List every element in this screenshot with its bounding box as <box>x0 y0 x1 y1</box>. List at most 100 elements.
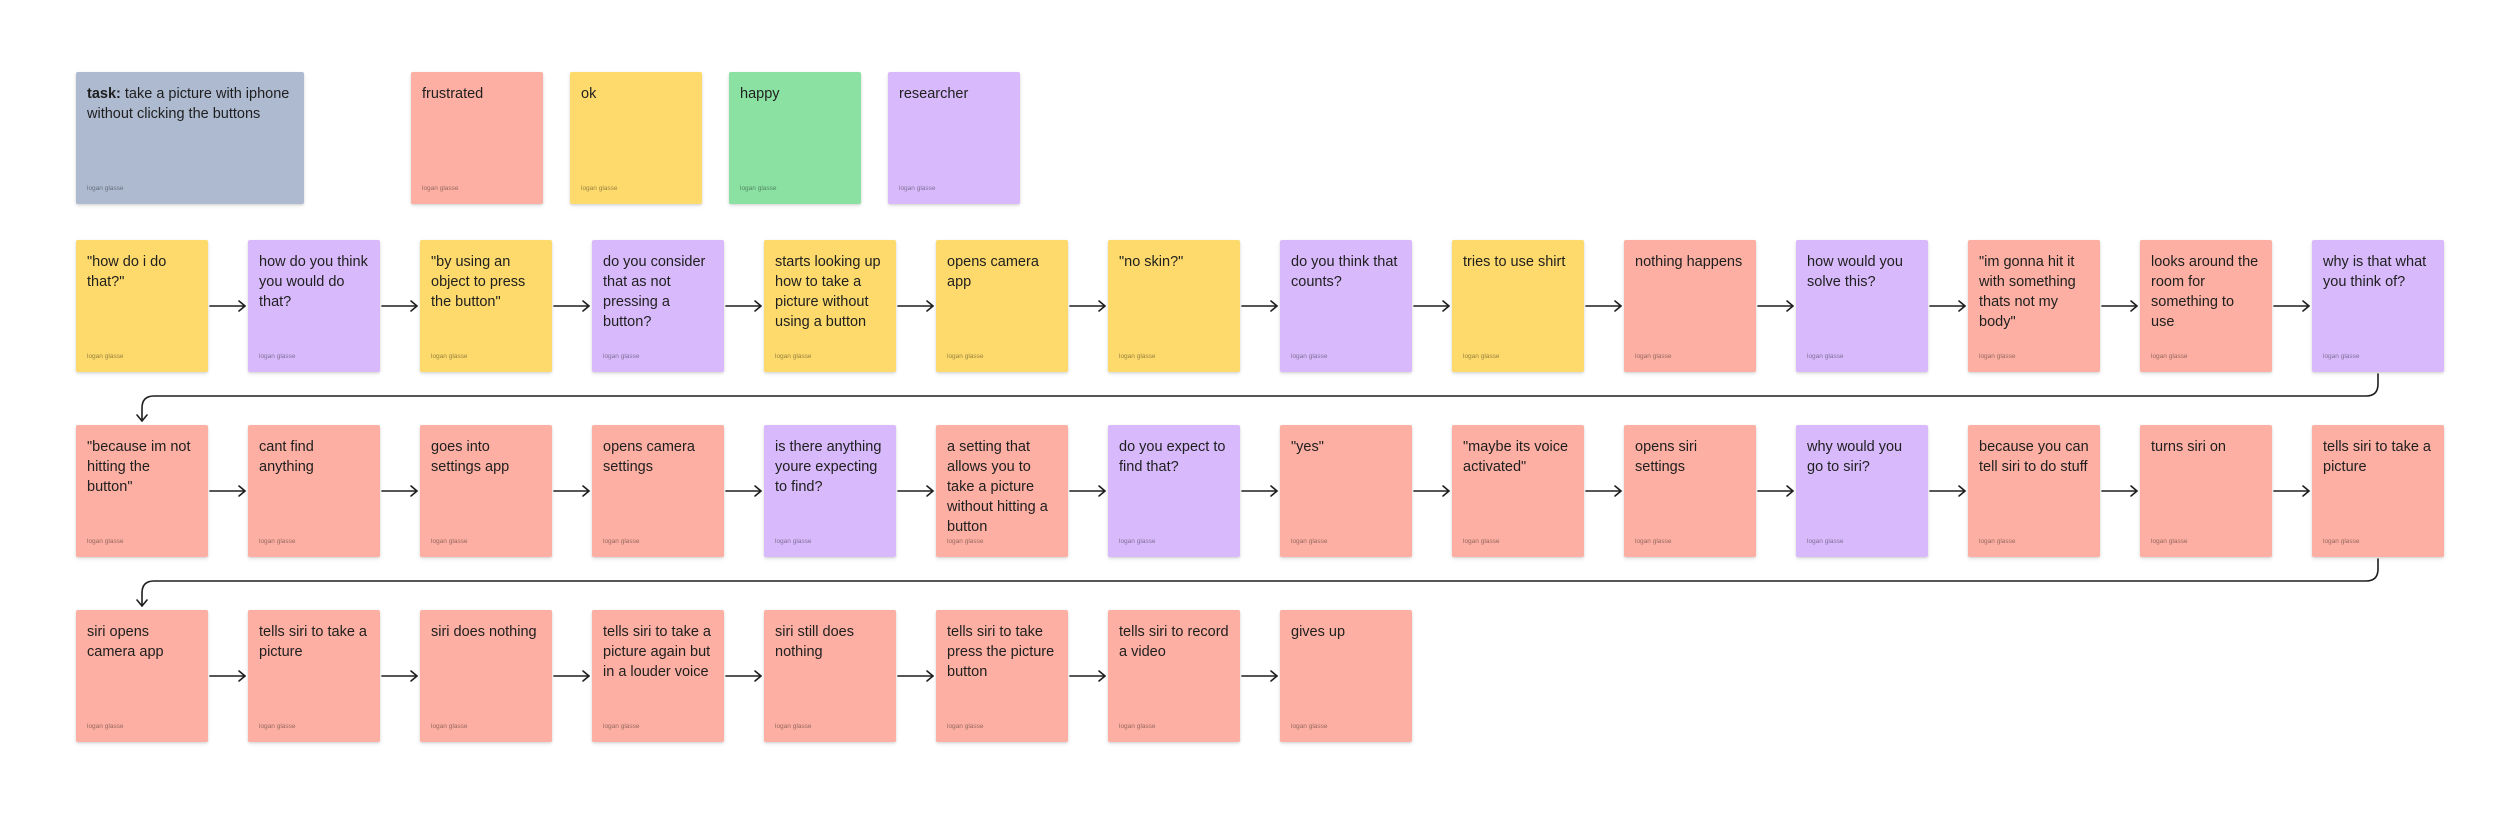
sticky-note[interactable]: opens camera app logan glasse <box>936 240 1068 372</box>
sticky-note[interactable]: is there anything youre expecting to fin… <box>764 425 896 557</box>
flow-arrow-head <box>926 670 934 682</box>
sticky-note[interactable]: "im gonna hit it with something thats no… <box>1968 240 2100 372</box>
flow-arrow-head <box>410 485 418 497</box>
sticky-note[interactable]: why is that what you think of?logan glas… <box>2312 240 2444 372</box>
note-author: logan glasse <box>740 185 777 192</box>
sticky-note[interactable]: a setting that allows you to take a pict… <box>936 425 1068 557</box>
flow-arrow-head <box>1786 485 1794 497</box>
note-text: how would you solve this? <box>1807 254 1903 290</box>
note-text: is there anything youre expecting to fin… <box>775 439 882 495</box>
legend-note-frustrated[interactable]: frustrated logan glasse <box>411 72 543 204</box>
flow-arrow-head <box>1270 670 1278 682</box>
note-author: logan glasse <box>1979 538 2016 545</box>
note-text: do you consider that as not pressing a b… <box>603 254 706 330</box>
note-author: logan glasse <box>775 538 812 545</box>
legend-label: frustrated <box>422 86 484 102</box>
row-wrap-connector <box>141 558 2379 607</box>
note-author: logan glasse <box>775 353 812 360</box>
legend-note-happy[interactable]: happy logan glasse <box>729 72 861 204</box>
flow-arrow-head <box>238 670 246 682</box>
sticky-note[interactable]: siri opens camera app logan glasse <box>76 610 208 742</box>
flow-arrow-head <box>1958 485 1966 497</box>
note-text: a setting that allows you to take a pict… <box>947 439 1048 535</box>
note-text: nothing happens <box>1635 254 1743 270</box>
legend-label: ok <box>581 86 597 102</box>
note-author: logan glasse <box>2323 353 2360 360</box>
flow-arrow-head <box>754 485 762 497</box>
flow-arrow-head <box>1958 300 1966 312</box>
legend-note-researcher[interactable]: researcher logan glasse <box>888 72 1020 204</box>
legend-label: happy <box>740 86 780 102</box>
sticky-note[interactable]: "yes"logan glasse <box>1280 425 1412 557</box>
sticky-note[interactable]: tells siri to take press the picture but… <box>936 610 1068 742</box>
note-text: siri opens camera app <box>87 624 164 660</box>
sticky-note[interactable]: how would you solve this?logan glasse <box>1796 240 1928 372</box>
sticky-note[interactable]: "maybe its voice activated"logan glasse <box>1452 425 1584 557</box>
note-text: tells siri to take a picture again but i… <box>603 624 711 680</box>
sticky-note[interactable]: do you expect to find that?logan glasse <box>1108 425 1240 557</box>
flow-arrow-head <box>1270 485 1278 497</box>
sticky-note[interactable]: "by using an object to press the button"… <box>420 240 552 372</box>
sticky-note[interactable]: do you consider that as not pressing a b… <box>592 240 724 372</box>
sticky-note[interactable]: starts looking up how to take a picture … <box>764 240 896 372</box>
note-text: cant find anything <box>259 439 314 475</box>
note-author: logan glasse <box>603 538 640 545</box>
flow-arrow-head <box>1614 300 1622 312</box>
sticky-note[interactable]: "no skin?"logan glasse <box>1108 240 1240 372</box>
sticky-note[interactable]: why would you go to siri?logan glasse <box>1796 425 1928 557</box>
note-text: "im gonna hit it with something thats no… <box>1979 254 2076 330</box>
sticky-note[interactable]: "how do i do that?"logan glasse <box>76 240 208 372</box>
flow-arrow-head <box>1270 300 1278 312</box>
sticky-note[interactable]: tells siri to take a picture again but i… <box>592 610 724 742</box>
task-note[interactable]: task: take a picture with iphone without… <box>76 72 304 204</box>
note-author: logan glasse <box>1119 723 1156 730</box>
note-author: logan glasse <box>431 353 468 360</box>
note-author: logan glasse <box>87 723 124 730</box>
sticky-note[interactable]: how do you think you would do that? logan… <box>248 240 380 372</box>
flow-arrow-head <box>2130 485 2138 497</box>
note-text: tells siri to take a picture <box>259 624 367 660</box>
note-text: turns siri on <box>2151 439 2226 455</box>
note-text: tries to use shirt <box>1463 254 1566 270</box>
note-author: logan glasse <box>581 185 618 192</box>
note-text: "yes" <box>1291 439 1324 455</box>
flow-arrow-head <box>754 300 762 312</box>
legend-note-ok[interactable]: ok logan glasse <box>570 72 702 204</box>
note-author: logan glasse <box>259 353 296 360</box>
note-author: logan glasse <box>1119 353 1156 360</box>
note-author: logan glasse <box>947 723 984 730</box>
note-text: tells siri to take a picture <box>2323 439 2431 475</box>
note-text: starts looking up how to take a picture … <box>775 254 881 330</box>
sticky-note[interactable]: looks around the room for something to u… <box>2140 240 2272 372</box>
note-author: logan glasse <box>603 723 640 730</box>
flow-arrow-head <box>2130 300 2138 312</box>
flow-arrow-head <box>926 300 934 312</box>
note-text: how do you think you would do that? <box>259 254 368 310</box>
row-wrap-connector <box>141 373 2379 422</box>
note-author: logan glasse <box>1807 538 1844 545</box>
sticky-note[interactable]: "because im not hitting the button"logan… <box>76 425 208 557</box>
note-author: logan glasse <box>1463 538 1500 545</box>
flow-arrow-head <box>2302 485 2310 497</box>
note-author: logan glasse <box>1291 723 1328 730</box>
note-author: logan glasse <box>947 353 984 360</box>
note-text: do you expect to find that? <box>1119 439 1226 475</box>
flow-arrow-head <box>1614 485 1622 497</box>
note-text: opens camera app <box>947 254 1039 290</box>
sticky-note[interactable]: do you think that counts?logan glasse <box>1280 240 1412 372</box>
